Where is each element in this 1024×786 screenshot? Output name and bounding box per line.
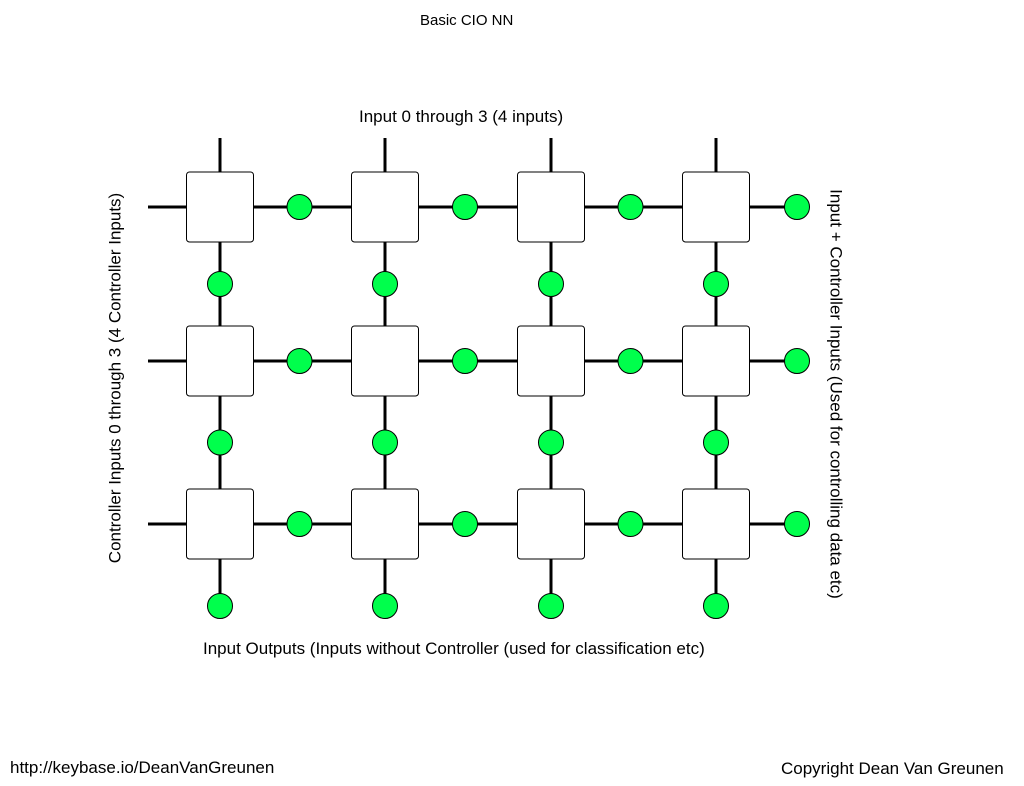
footer-link[interactable]: http://keybase.io/DeanVanGreunen bbox=[10, 758, 275, 777]
cell-r2-c2 bbox=[517, 488, 585, 560]
vertical-node-r0-c2 bbox=[538, 271, 564, 297]
horizontal-node-r2-c2 bbox=[617, 511, 644, 537]
cell-r0-c2 bbox=[517, 171, 585, 243]
right-output-node-r0 bbox=[784, 194, 810, 220]
footer-copyright: Copyright Dean Van Greunen bbox=[781, 759, 1004, 778]
top-input-label: Input 0 through 3 (4 inputs) bbox=[359, 107, 564, 126]
cell-r1-c0 bbox=[186, 325, 254, 397]
cell-r0-c3 bbox=[682, 171, 750, 243]
horizontal-node-r2-c1 bbox=[452, 511, 478, 537]
horizontal-node-r0-c0 bbox=[286, 194, 313, 220]
vertical-node-r0-c0 bbox=[207, 271, 233, 297]
vertical-node-r1-c3 bbox=[703, 429, 729, 456]
vertical-node-r1-c0 bbox=[207, 429, 233, 456]
cell-r1-c2 bbox=[517, 325, 585, 397]
diagram-title: Basic CIO NN bbox=[420, 12, 514, 29]
cell-r2-c1 bbox=[351, 488, 419, 560]
horizontal-node-r1-c2 bbox=[617, 348, 644, 374]
vertical-node-r0-c1 bbox=[372, 271, 398, 297]
right-output-label: Input + Controller Inputs (Used for cont… bbox=[826, 189, 846, 599]
cell-r1-c3 bbox=[682, 325, 750, 397]
vertical-node-r1-c1 bbox=[372, 429, 398, 456]
bottom-output-node-c1 bbox=[372, 593, 398, 619]
vertical-node-r1-c2 bbox=[538, 429, 564, 456]
right-output-node-r1 bbox=[784, 348, 810, 374]
horizontal-node-r0-c1 bbox=[452, 194, 478, 220]
vertical-node-r0-c3 bbox=[703, 271, 729, 297]
processing-cells bbox=[186, 171, 750, 560]
horizontal-node-r2-c0 bbox=[286, 511, 313, 537]
cell-r2-c0 bbox=[186, 488, 254, 560]
signal-nodes bbox=[207, 194, 810, 619]
horizontal-node-r0-c2 bbox=[617, 194, 644, 220]
horizontal-node-r1-c1 bbox=[452, 348, 478, 374]
left-controller-label: Controller Inputs 0 through 3 (4 Control… bbox=[105, 192, 125, 564]
cell-r1-c1 bbox=[351, 325, 419, 397]
cell-r0-c1 bbox=[351, 171, 419, 243]
right-output-node-r2 bbox=[784, 511, 810, 537]
bottom-output-node-c3 bbox=[703, 593, 729, 619]
cell-r2-c3 bbox=[682, 488, 750, 560]
bottom-output-node-c0 bbox=[207, 593, 233, 619]
bottom-output-node-c2 bbox=[538, 593, 564, 619]
cell-r0-c0 bbox=[186, 171, 254, 243]
bottom-output-label: Input Outputs (Inputs without Controller… bbox=[203, 639, 705, 658]
horizontal-node-r1-c0 bbox=[286, 348, 313, 374]
